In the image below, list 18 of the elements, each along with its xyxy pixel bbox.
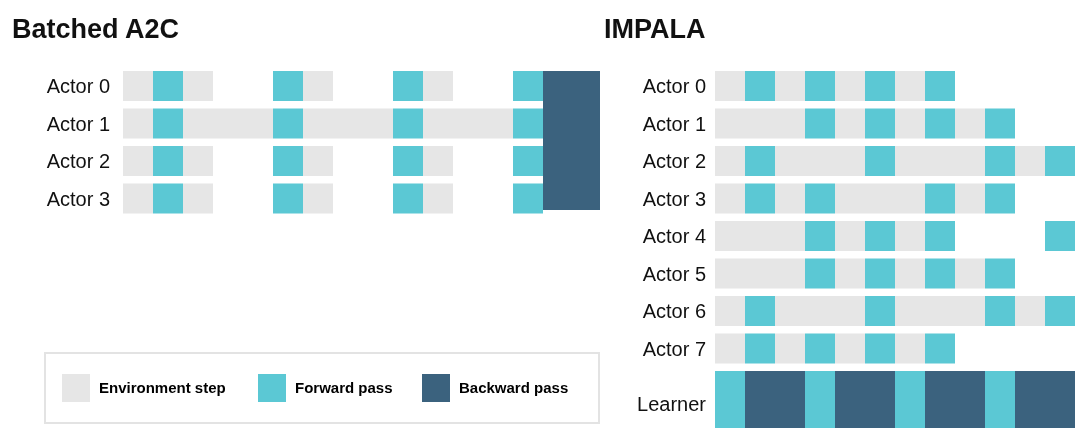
row-label: Actor 3 <box>45 186 110 212</box>
legend-label: Environment step <box>99 378 226 398</box>
panel-title: IMPALA <box>604 14 706 45</box>
row-label: Actor 6 <box>641 299 706 324</box>
row-label: Actor 0 <box>641 74 706 99</box>
legend-label: Forward pass <box>295 378 393 398</box>
row-label: Actor 3 <box>641 186 706 212</box>
row-label: Actor 1 <box>641 111 706 137</box>
row-label: Learner <box>636 392 706 417</box>
row-label: Actor 5 <box>641 261 706 287</box>
row-label: Actor 2 <box>641 149 706 174</box>
row-label: Actor 7 <box>641 336 706 362</box>
row-label: Actor 0 <box>45 74 110 99</box>
legend-label: Backward pass <box>459 378 569 398</box>
row-label: Actor 4 <box>641 224 706 249</box>
row-label: Actor 2 <box>45 149 110 174</box>
row-label: Actor 1 <box>45 111 110 137</box>
panel-title: Batched A2C <box>12 14 180 45</box>
